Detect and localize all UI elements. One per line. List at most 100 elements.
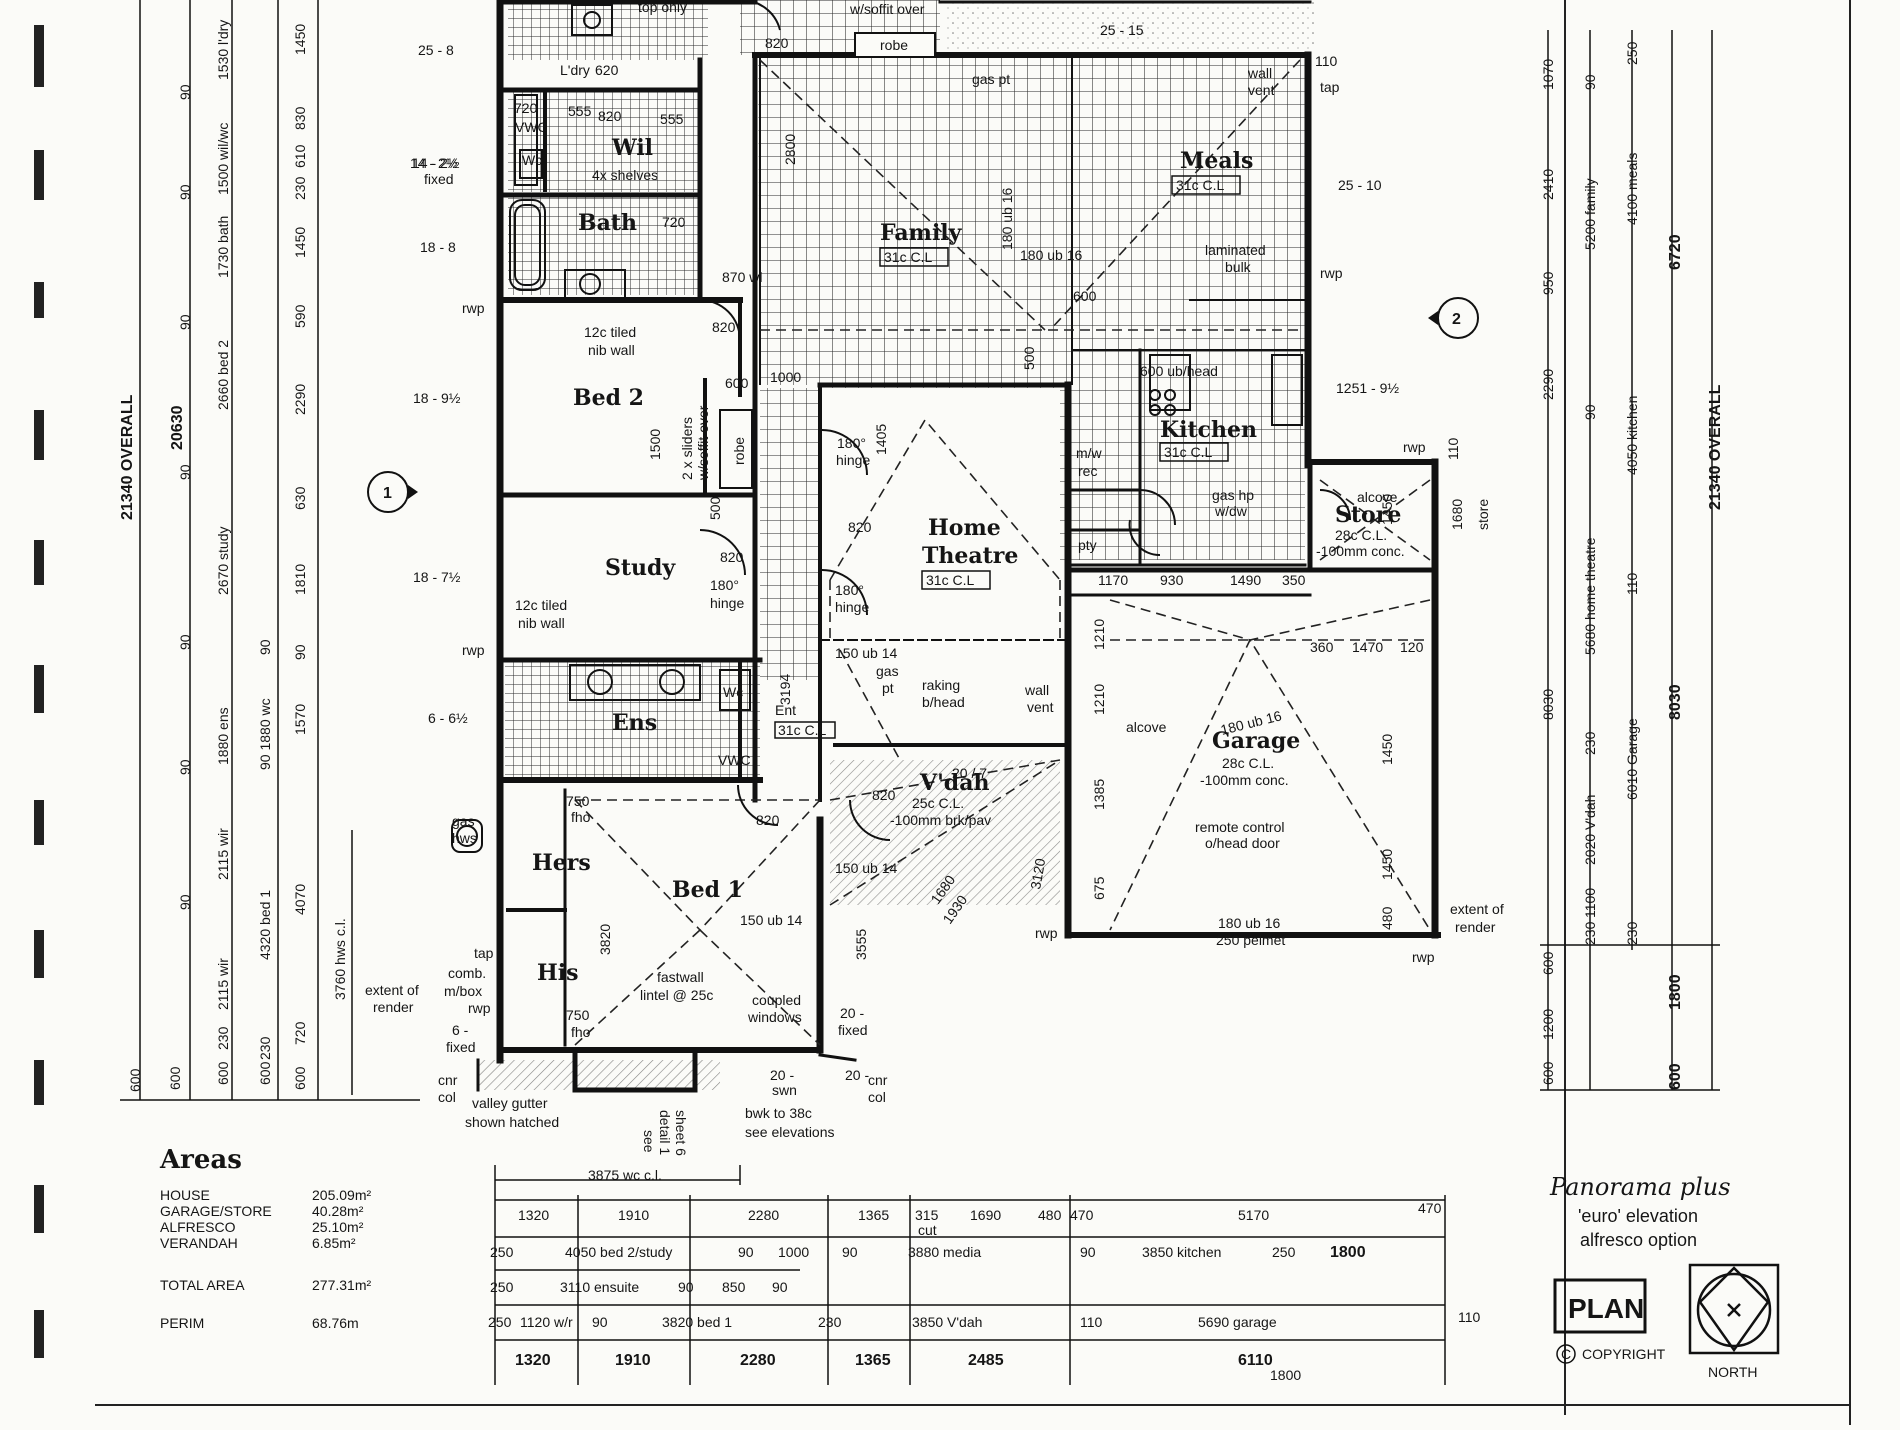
svg-text:comb.: comb. [448, 965, 486, 981]
room-home-theatre-2: Theatre [922, 543, 1018, 569]
svg-text:3880 media: 3880 media [908, 1244, 981, 1260]
svg-text:600: 600 [167, 1066, 183, 1090]
svg-text:25 - 8: 25 - 8 [418, 42, 454, 58]
svg-text:180 ub 16: 180 ub 16 [1020, 247, 1082, 263]
svg-text:-100mm conc.: -100mm conc. [1200, 772, 1289, 788]
svg-text:6110: 6110 [1238, 1352, 1273, 1369]
room-pantry: pty [1078, 537, 1097, 553]
svg-text:230: 230 [1582, 921, 1598, 945]
svg-text:6010 Garage: 6010 Garage [1624, 718, 1640, 800]
svg-text:820: 820 [872, 787, 896, 803]
svg-text:rwp: rwp [462, 300, 485, 316]
svg-text:90: 90 [177, 84, 193, 100]
svg-text:1800: 1800 [1330, 1244, 1366, 1261]
svg-text:90 1880 wc: 90 1880 wc [257, 698, 273, 770]
svg-text:coupled: coupled [752, 992, 801, 1008]
svg-text:1251 - 9½: 1251 - 9½ [1336, 380, 1399, 396]
svg-text:31c C.L: 31c C.L [778, 722, 826, 738]
svg-text:fixed: fixed [446, 1039, 476, 1055]
svg-text:180 ub 16: 180 ub 16 [1218, 915, 1280, 931]
svg-text:-100mm conc.: -100mm conc. [1316, 543, 1405, 559]
svg-text:20 / 7: 20 / 7 [952, 765, 987, 781]
svg-text:590: 590 [292, 304, 308, 328]
svg-text:90: 90 [177, 634, 193, 650]
svg-text:1800: 1800 [1270, 1367, 1301, 1383]
room-family: Family [880, 220, 963, 246]
svg-text:90: 90 [772, 1279, 788, 1295]
svg-text:rwp: rwp [1035, 925, 1058, 941]
north-label: NORTH [1708, 1364, 1758, 1380]
svg-text:3820 bed 1: 3820 bed 1 [662, 1314, 732, 1330]
svg-text:m/w: m/w [1076, 445, 1103, 461]
svg-text:2800: 2800 [782, 134, 798, 165]
svg-text:gas: gas [876, 663, 899, 679]
area-alfresco-label: ALFRESCO [160, 1219, 236, 1235]
svg-text:230: 230 [818, 1314, 842, 1330]
svg-text:2280: 2280 [740, 1352, 776, 1369]
svg-text:1490: 1490 [1230, 572, 1261, 588]
svg-text:250: 250 [1272, 1244, 1296, 1260]
svg-text:90: 90 [592, 1314, 608, 1330]
svg-text:600: 600 [127, 1068, 143, 1092]
svg-text:18 - 8: 18 - 8 [420, 239, 456, 255]
svg-text:col: col [868, 1089, 886, 1105]
svg-text:1100: 1100 [1582, 888, 1598, 918]
svg-text:1405: 1405 [873, 424, 889, 455]
svg-text:230: 230 [1624, 921, 1640, 945]
svg-text:bwk to 38c: bwk to 38c [745, 1105, 812, 1121]
svg-text:1450: 1450 [292, 227, 308, 258]
room-bath: Bath [578, 210, 637, 236]
svg-text:wall: wall [1247, 65, 1272, 81]
svg-text:600: 600 [292, 1066, 308, 1090]
svg-text:820: 820 [598, 108, 622, 124]
svg-text:1000: 1000 [778, 1244, 809, 1260]
svg-text:wall: wall [1024, 682, 1049, 698]
svg-text:110: 110 [1624, 572, 1640, 595]
svg-text:90: 90 [177, 759, 193, 775]
plan-name: Panorama plus [1549, 1173, 1731, 1201]
svg-text:o/head door: o/head door [1205, 835, 1280, 851]
svg-text:6 - 6½: 6 - 6½ [428, 710, 468, 726]
svg-text:600: 600 [215, 1061, 231, 1085]
svg-text:110: 110 [1315, 53, 1338, 69]
svg-text:830: 830 [292, 106, 308, 130]
svg-text:350: 350 [1282, 572, 1306, 588]
svg-text:5680 home theatre: 5680 home theatre [1582, 537, 1598, 655]
svg-text:820: 820 [848, 519, 872, 535]
svg-text:2660 bed 2: 2660 bed 2 [215, 340, 231, 410]
svg-text:230: 230 [292, 176, 308, 200]
svg-text:hinge: hinge [836, 452, 870, 468]
svg-text:120: 120 [1400, 639, 1424, 655]
svg-text:90: 90 [1582, 74, 1598, 90]
svg-text:1450: 1450 [1379, 849, 1395, 880]
svg-text:robe: robe [880, 37, 908, 53]
svg-text:1530 l'dry: 1530 l'dry [215, 20, 231, 80]
svg-text:3760 hws c.l.: 3760 hws c.l. [332, 918, 348, 1000]
svg-text:1690: 1690 [970, 1207, 1001, 1223]
svg-text:1680: 1680 [1449, 499, 1465, 530]
svg-text:tap: tap [1320, 79, 1340, 95]
svg-text:tap: tap [474, 945, 494, 961]
svg-text:rwp: rwp [462, 642, 485, 658]
svg-text:620: 620 [595, 62, 619, 78]
svg-text:1800: 1800 [1667, 974, 1684, 1010]
svg-text:1810: 1810 [292, 564, 308, 595]
svg-text:fastwall: fastwall [657, 969, 704, 985]
svg-text:5200 family: 5200 family [1582, 178, 1598, 250]
svg-text:-100mm brk/pav: -100mm brk/pav [890, 812, 991, 828]
svg-text:25 - 10: 25 - 10 [1338, 177, 1382, 193]
room-home-theatre-1: Home [928, 515, 1001, 541]
svg-text:31c C.L: 31c C.L [1176, 177, 1224, 193]
room-bed2: Bed 2 [573, 385, 644, 411]
svg-text:250: 250 [1624, 41, 1640, 65]
svg-text:2670 study: 2670 study [215, 527, 231, 596]
svg-text:1210: 1210 [1091, 619, 1107, 650]
svg-text:18 - 9½: 18 - 9½ [413, 390, 461, 406]
svg-text:820: 820 [720, 549, 744, 565]
svg-text:600: 600 [1073, 288, 1097, 304]
svg-text:cnr: cnr [438, 1072, 458, 1088]
area-perim-value: 68.76m [312, 1315, 359, 1331]
svg-text:hws: hws [452, 830, 477, 846]
